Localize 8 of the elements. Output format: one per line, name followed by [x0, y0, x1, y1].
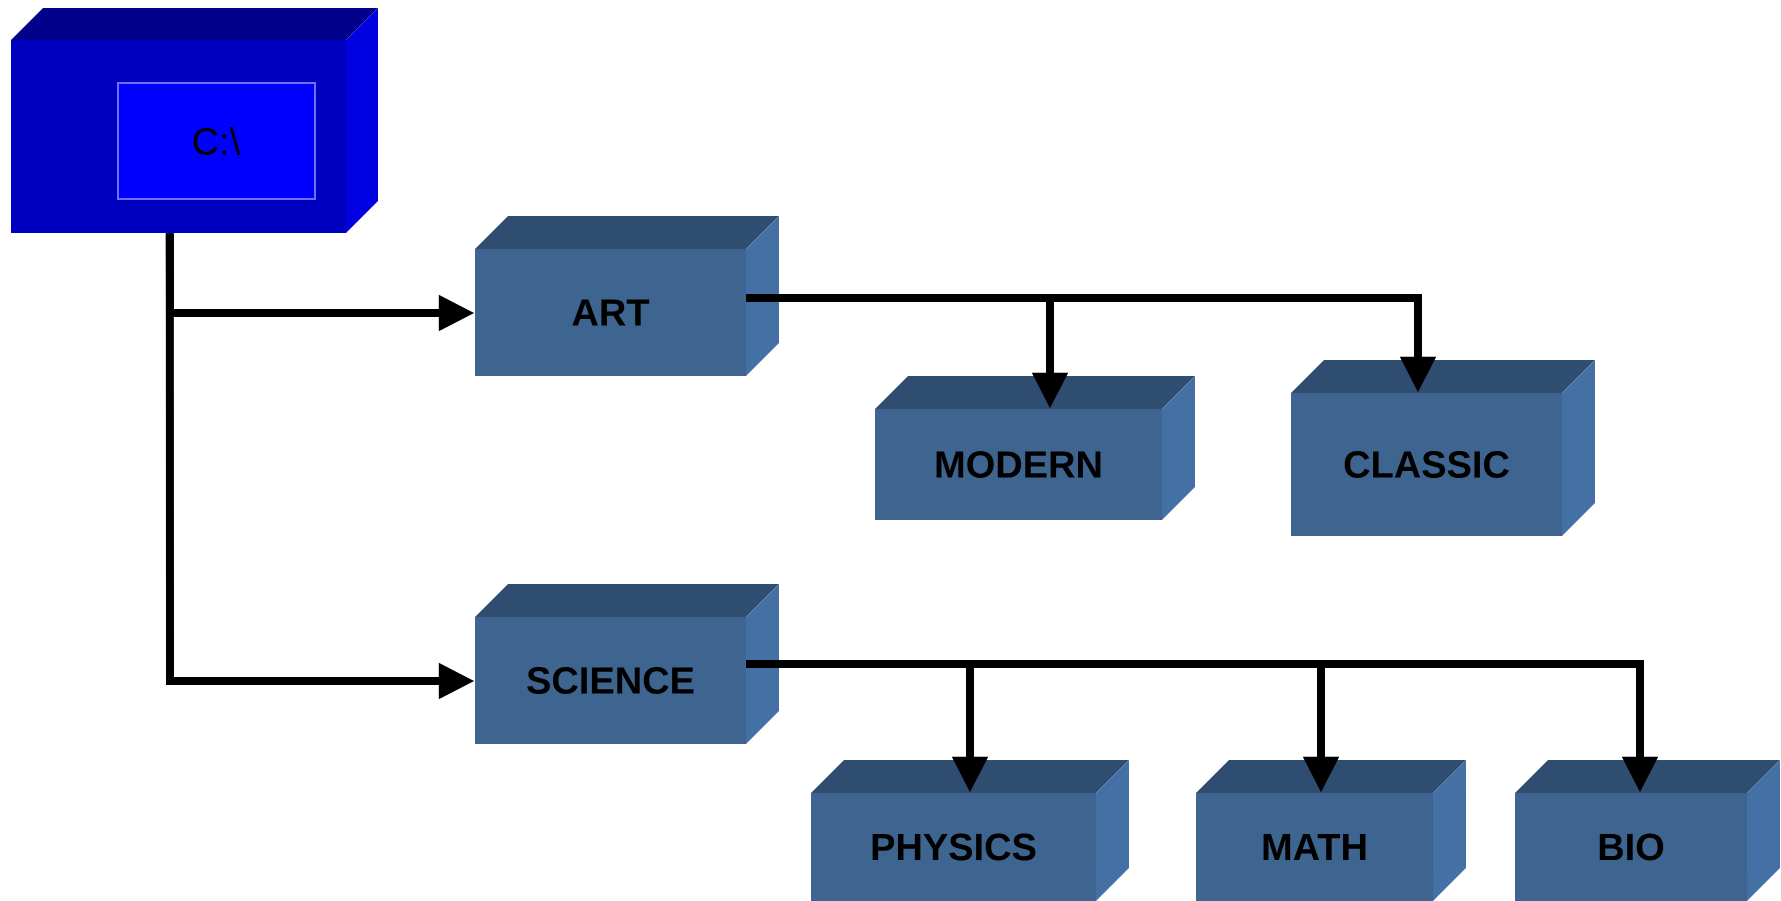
- folder-box: BIO: [1515, 760, 1780, 901]
- folder-box: MATH: [1196, 760, 1466, 901]
- folder-box: CLASSIC: [1291, 360, 1595, 536]
- folder-box: ART: [475, 216, 779, 376]
- drive-box: C:\: [11, 8, 378, 233]
- folder-box: MODERN: [875, 376, 1195, 520]
- folder-box: PHYSICS: [811, 760, 1129, 901]
- folder-box: SCIENCE: [475, 584, 779, 744]
